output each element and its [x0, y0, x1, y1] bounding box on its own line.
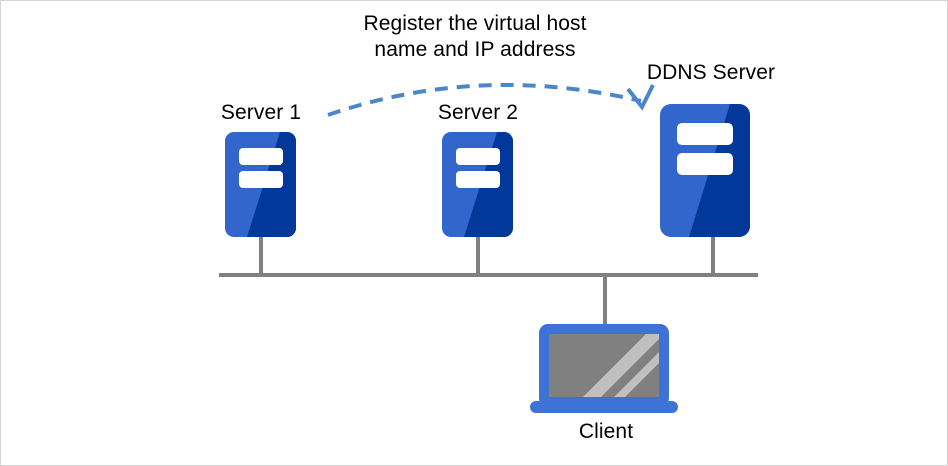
- server-1-icon: [225, 132, 296, 237]
- client-laptop-icon: [530, 324, 678, 413]
- label-ddns-server: DDNS Server: [646, 61, 776, 84]
- laptop-base: [530, 401, 678, 413]
- ddns-server-bar-top: [677, 123, 733, 145]
- server-2-bar-bottom: [456, 171, 500, 188]
- dashed-curved-arrow: [327, 83, 655, 117]
- laptop-screen-glare: [583, 334, 659, 397]
- laptop-glare-stripe-1: [583, 334, 659, 397]
- annotation-register-text: Register the virtual host name and IP ad…: [363, 12, 587, 61]
- server-1-bar-top: [239, 148, 283, 165]
- server-2-bar-top: [456, 148, 500, 165]
- laptop-glare-stripe-2: [614, 352, 659, 397]
- label-server-1: Server 1: [220, 101, 302, 124]
- ddns-server-icon: [660, 104, 750, 237]
- label-server-2: Server 2: [437, 101, 519, 124]
- arrow-curve-path: [327, 83, 642, 117]
- network-bus-group: [219, 237, 758, 327]
- ddns-server-bar-bottom: [677, 153, 733, 175]
- server-1-bar-bottom: [239, 171, 283, 188]
- arrow-head-icon: [626, 84, 655, 111]
- server-2-icon: [442, 132, 513, 237]
- label-client: Client: [578, 420, 634, 443]
